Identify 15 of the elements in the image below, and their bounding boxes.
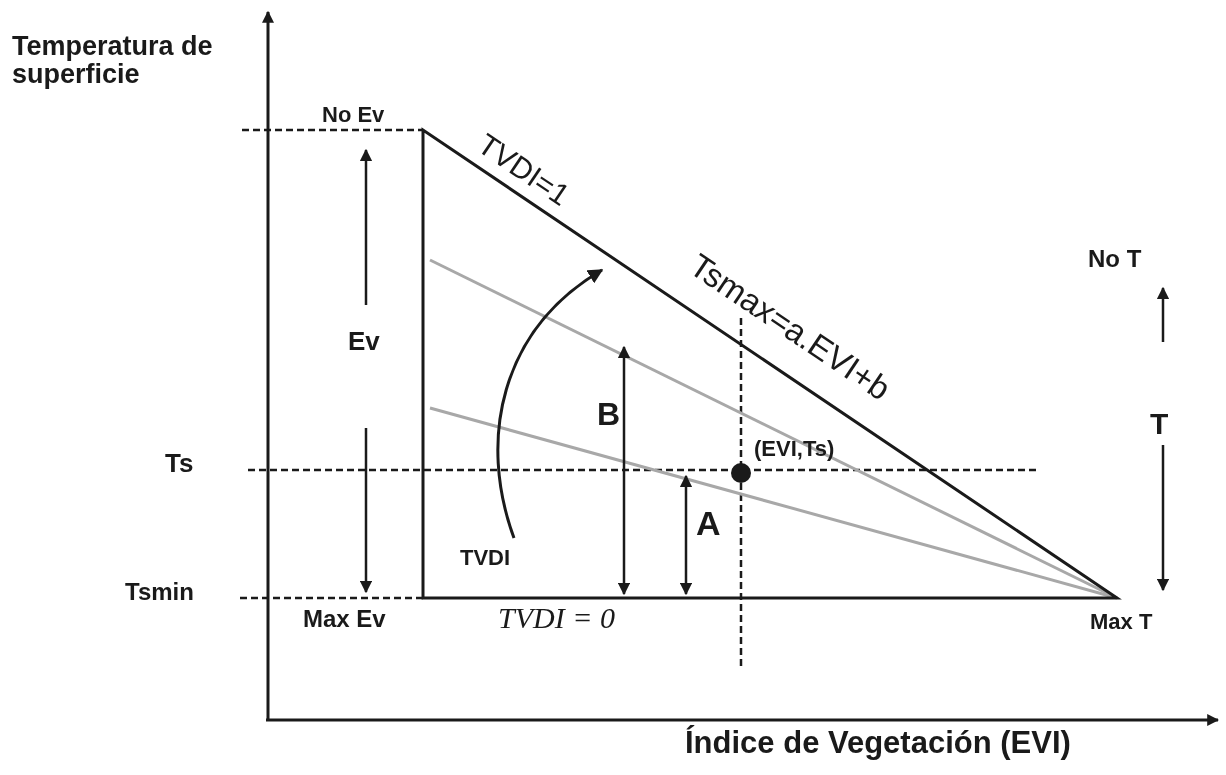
arrow-label: TVDI: [460, 546, 511, 570]
point-label: No T: [1088, 246, 1142, 272]
axis-value: Ts: [165, 450, 194, 478]
point-label: (EVI,Ts): [754, 437, 835, 461]
point-label: Max T: [1090, 610, 1153, 634]
axis-title: Temperatura de superficie: [12, 32, 214, 89]
dimension-label: B: [597, 398, 621, 432]
line-label: TVDI = 0: [498, 602, 615, 634]
point-label: Max Ev: [303, 606, 386, 632]
axis-value: Tsmin: [125, 579, 194, 605]
point-label: No Ev: [322, 103, 385, 127]
axis-title: Índice de Vegetación (EVI): [685, 727, 1071, 760]
arrow-label: T: [1150, 408, 1169, 440]
dimension-label: A: [696, 506, 721, 542]
arrow-label: Ev: [348, 328, 380, 356]
